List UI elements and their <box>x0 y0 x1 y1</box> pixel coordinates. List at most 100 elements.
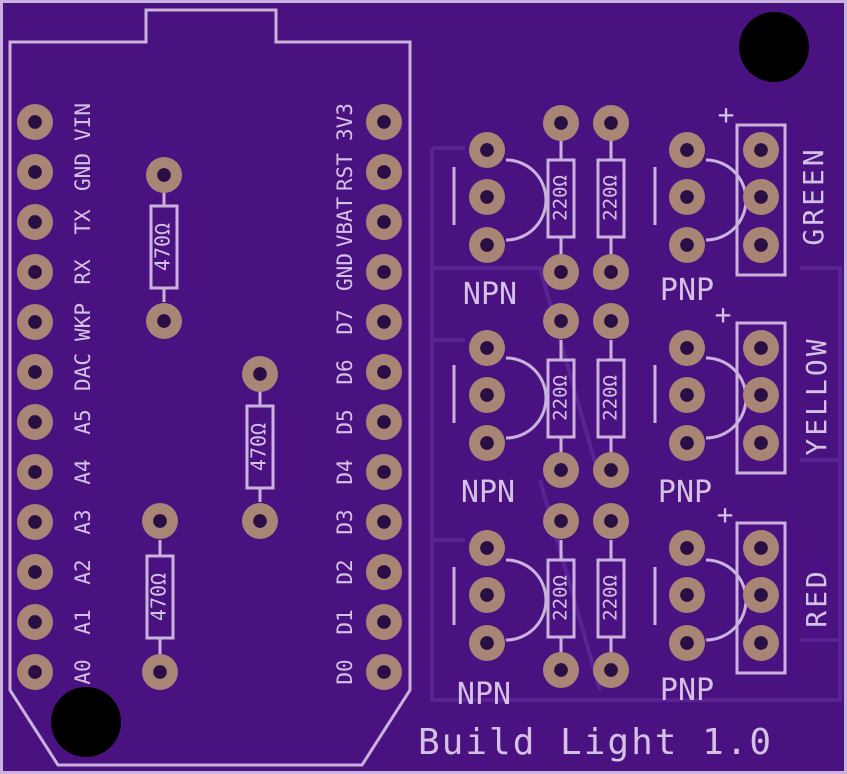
resistor-470-c: 470Ω <box>145 540 175 654</box>
header-pad-right-drill <box>377 615 391 629</box>
module-outline <box>8 8 412 767</box>
channel-yellow: 220Ω 220Ω NPN PNP + YELLOW <box>452 298 833 510</box>
pin-label-d7: D7 <box>333 309 357 334</box>
channel-green: 220Ω 220Ω NPN PNP + GREEN <box>452 98 830 312</box>
resistor-pad-drill <box>253 514 267 528</box>
channel-red: 220Ω 220Ω NPN PNP + RED <box>452 498 833 712</box>
header-pad-left-drill <box>28 265 42 279</box>
pnp-label: PNP <box>660 673 714 708</box>
resistor-value: 220Ω <box>600 375 622 421</box>
header-pad-left-drill <box>28 565 42 579</box>
pin-label-d0: D0 <box>333 659 357 684</box>
header-pad-right-drill <box>377 515 391 529</box>
npn-pad-drill <box>480 541 494 555</box>
led-header-pad-drill <box>754 541 768 555</box>
led-header-pad-drill <box>754 636 768 650</box>
resistor-pad-drill <box>153 514 167 528</box>
header-pad-left-drill <box>28 365 42 379</box>
npn-label: NPN <box>457 677 511 712</box>
led-header-outline <box>735 321 787 475</box>
pin-label-d4: D4 <box>333 459 357 484</box>
resistor-value: 220Ω <box>550 375 572 421</box>
header-pad-right-drill <box>377 465 391 479</box>
pin-label-rx: RX <box>71 259 95 285</box>
npn-pad-drill <box>480 436 494 450</box>
npn-pad-drill <box>480 388 494 402</box>
resistor-220: 220Ω <box>596 140 626 255</box>
pin-label-vbat: VBAT <box>333 196 357 247</box>
resistor-value: 470Ω <box>147 573 171 621</box>
pin-label-a0: A0 <box>71 659 95 684</box>
resistor-pad-drill <box>157 168 171 182</box>
npn-pad-drill <box>480 636 494 650</box>
led-header-pad-drill <box>754 190 768 204</box>
led-header-pad-drill <box>754 143 768 157</box>
header-pad-left-drill <box>28 165 42 179</box>
header-pad-right-drill <box>377 565 391 579</box>
pnp-pad-drill <box>680 636 694 650</box>
resistor-pad-drill <box>554 116 568 130</box>
left-header-pads <box>17 104 53 690</box>
plus-label: + <box>718 98 735 131</box>
npn-pad-drill <box>480 143 494 157</box>
resistor-pad-drill <box>554 663 568 677</box>
pin-label-a3: A3 <box>71 509 95 534</box>
npn-label: NPN <box>463 277 517 312</box>
led-header-pad-drill <box>754 341 768 355</box>
pnp-pad-drill <box>680 541 694 555</box>
pnp-pad-drill <box>680 190 694 204</box>
mounting-hole-bottom-left <box>51 687 121 757</box>
header-pad-right-drill <box>377 365 391 379</box>
pin-label-rst: RST <box>333 153 357 191</box>
pin-label-vin: VIN <box>71 103 95 141</box>
npn-transistor-outline <box>452 558 548 642</box>
resistor-220: 220Ω <box>546 540 576 655</box>
pnp-label: PNP <box>658 475 712 510</box>
pin-label-wkp: WKP <box>71 303 95 341</box>
resistor-pad-drill <box>253 367 267 381</box>
header-pad-left-drill <box>28 415 42 429</box>
led-header-outline <box>735 123 787 277</box>
header-pad-right-drill <box>377 315 391 329</box>
resistor-pad-drill <box>554 314 568 328</box>
pin-label-d6: D6 <box>333 359 357 384</box>
pin-label-d2: D2 <box>333 559 357 584</box>
pin-label-a1: A1 <box>71 609 95 634</box>
pin-label-3v3: 3V3 <box>333 103 357 141</box>
npn-pad-drill <box>480 341 494 355</box>
resistor-pad-drill <box>153 665 167 679</box>
header-pad-right-drill <box>377 415 391 429</box>
resistor-value: 470Ω <box>151 223 175 271</box>
header-pad-right-drill <box>377 215 391 229</box>
led-header-pad-drill <box>754 588 768 602</box>
plus-label: + <box>715 298 732 331</box>
header-pad-left-drill <box>28 615 42 629</box>
resistor-pad-drill <box>554 463 568 477</box>
resistor-220: 220Ω <box>546 340 576 455</box>
pin-label-a2: A2 <box>71 559 95 584</box>
left-pin-labels: VIN GND TX RX WKP DAC A5 A4 A3 A2 A1 A0 <box>71 103 95 685</box>
resistor-value: 220Ω <box>600 575 622 621</box>
pin-label-d3: D3 <box>333 509 357 534</box>
pin-label-d5: D5 <box>333 409 357 434</box>
header-pad-right-drill <box>377 265 391 279</box>
resistor-pad-drill <box>604 514 618 528</box>
pnp-pad-drill <box>680 588 694 602</box>
pnp-pad-drill <box>680 436 694 450</box>
resistor-470-a: 470Ω <box>149 190 179 302</box>
mounting-hole-top-right <box>739 12 809 82</box>
header-pad-left-drill <box>28 315 42 329</box>
resistor-220: 220Ω <box>596 340 626 455</box>
header-pad-left-drill <box>28 215 42 229</box>
npn-label: NPN <box>461 475 515 510</box>
plus-label: + <box>717 498 734 531</box>
led-header-outline <box>735 521 787 675</box>
resistor-pad-drill <box>157 314 171 328</box>
pin-label-d1: D1 <box>333 609 357 634</box>
resistor-value: 220Ω <box>550 575 572 621</box>
header-pad-left-drill <box>28 515 42 529</box>
board-title: Build Light 1.0 <box>418 722 773 763</box>
resistor-pad-drill <box>554 265 568 279</box>
resistor-value: 220Ω <box>550 175 572 221</box>
